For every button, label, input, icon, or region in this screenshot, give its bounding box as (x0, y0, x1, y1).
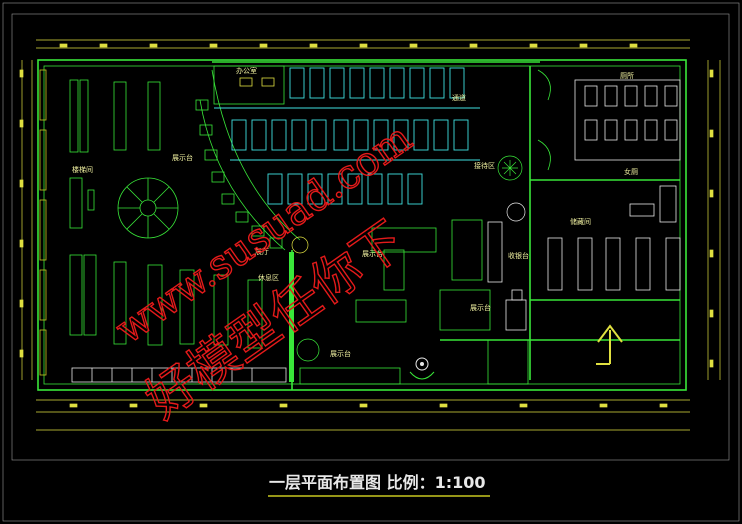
restroom-block (537, 69, 681, 223)
bench-strip (71, 367, 287, 383)
label-office: 办公室 (236, 66, 257, 75)
label-stair: 楼梯间 (72, 165, 93, 174)
label-display-right: 展示台 (470, 303, 491, 312)
label-shop-left: 展厅 (255, 248, 269, 256)
label-display-bottom: 展示台 (330, 349, 351, 358)
label-display-mid: 展示台 (362, 249, 383, 258)
dimension-lines (19, 39, 721, 431)
label-display-top: 展示台 (172, 153, 193, 162)
entrance-symbol-icon (409, 357, 435, 380)
label-storage: 储藏间 (570, 217, 591, 226)
curved-stair (195, 69, 301, 251)
right-cabinets (487, 221, 681, 331)
watermark: www.susuad.com 好模型任你下 (107, 114, 421, 430)
drawing-title: 一层平面布置图 比例：1:100 (269, 473, 486, 492)
label-lounge: 休息区 (258, 273, 279, 282)
room-labels: 楼梯间 展示台 办公室 接待区 厕所 女厕 储藏间 收银台 展示台 展示台 展示… (72, 66, 638, 358)
label-cashier: 收银台 (508, 251, 529, 260)
structural-column (289, 252, 294, 382)
plant-icon (291, 155, 526, 362)
seating-area (214, 67, 480, 205)
label-aisle: 通道 (452, 93, 466, 102)
label-restroom-top: 厕所 (620, 71, 634, 80)
office-block (213, 65, 285, 105)
spiral-stair-icon (117, 177, 179, 239)
label-restroom-bottom: 女厕 (624, 167, 638, 176)
display-shelves-left (69, 79, 263, 349)
central-furniture (299, 219, 529, 385)
label-reception: 接待区 (474, 161, 495, 170)
direction-arrow-icon (596, 324, 623, 365)
wall-columns (39, 69, 47, 376)
